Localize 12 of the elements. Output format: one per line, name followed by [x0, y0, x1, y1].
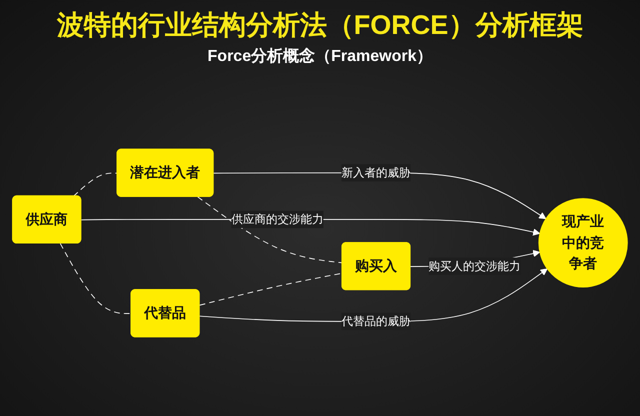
connector: [199, 272, 343, 306]
node-circle: 现产业中的竞争者: [538, 198, 628, 288]
edge-label: 供应商的交涉能力: [231, 212, 324, 226]
connector: [73, 172, 118, 197]
subtitle: Force分析概念（Framework）: [208, 46, 432, 67]
edge-label: 代替品的威胁: [341, 314, 411, 328]
edge-label: 新入者的威胁: [341, 166, 411, 179]
diagram-title: 波特的行业结构分析法（FORCE）分析框架: [56, 9, 584, 42]
connector: [60, 243, 132, 314]
connector: [197, 196, 343, 264]
arrow: [199, 268, 548, 322]
edge-label: 购买人的交涉能力: [428, 259, 521, 272]
